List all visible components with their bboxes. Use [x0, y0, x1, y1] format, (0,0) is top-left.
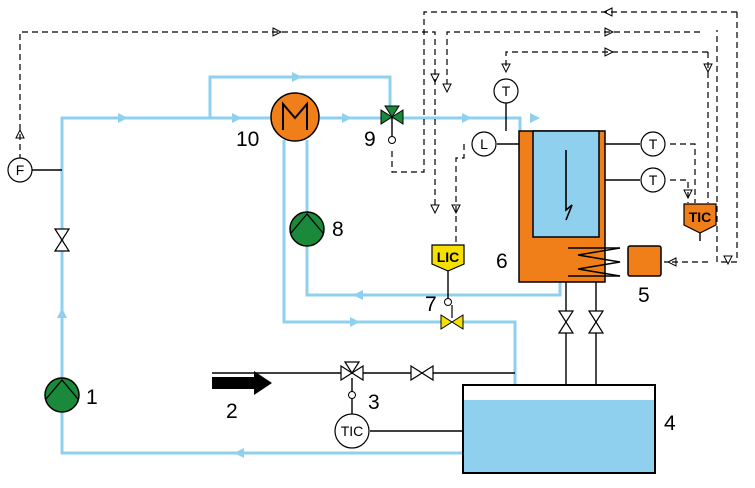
label-7: 7	[425, 293, 437, 316]
manual-valve-reactor-right[interactable]	[587, 310, 605, 334]
svg-text:LIC: LIC	[437, 249, 460, 265]
valve-7[interactable]	[440, 298, 464, 330]
heating-coil-icon	[568, 247, 621, 277]
label-4: 4	[664, 412, 676, 435]
feed-arrow-icon	[212, 371, 272, 395]
label-1: 1	[86, 386, 98, 409]
temp-indicator-top: T	[493, 78, 519, 104]
label-5: 5	[638, 284, 650, 307]
temp-controller-reactor-box: TIC	[683, 203, 717, 234]
label-10: 10	[236, 128, 259, 151]
svg-text:L: L	[480, 136, 488, 152]
manual-valve-loop[interactable]	[53, 228, 71, 252]
label-6: 6	[496, 250, 508, 273]
svg-text:F: F	[16, 162, 25, 178]
stirrer-icon	[565, 150, 573, 221]
valve-3[interactable]	[340, 361, 364, 399]
pump-8[interactable]	[289, 211, 325, 247]
svg-text:TIC: TIC	[341, 423, 364, 439]
manual-valve-reactor-left[interactable]	[557, 310, 575, 334]
valve-9[interactable]	[380, 105, 404, 144]
heat-exchanger-10[interactable]	[270, 92, 320, 142]
svg-text:T: T	[649, 136, 658, 152]
level-indicator: L	[471, 131, 497, 157]
svg-text:T: T	[649, 172, 658, 188]
manual-valve-feed[interactable]	[410, 364, 434, 382]
process-pipes	[57, 72, 562, 458]
level-controller-box: LIC	[431, 244, 465, 272]
label-3: 3	[368, 391, 380, 414]
control-signals	[15, 7, 738, 267]
temp-controller-tank: TIC	[334, 413, 370, 449]
label-8: 8	[332, 218, 344, 241]
svg-text:T: T	[502, 83, 511, 99]
temp-indicator-reactor-2: T	[640, 167, 666, 193]
heater-5	[627, 245, 662, 277]
reactor-6	[518, 130, 621, 283]
label-2: 2	[226, 400, 238, 423]
temp-indicator-reactor-1: T	[640, 131, 666, 157]
svg-text:TIC: TIC	[689, 209, 712, 225]
pump-1[interactable]	[44, 377, 80, 413]
tank-4	[462, 384, 656, 474]
flow-indicator: F	[7, 157, 33, 183]
label-9: 9	[364, 128, 376, 151]
